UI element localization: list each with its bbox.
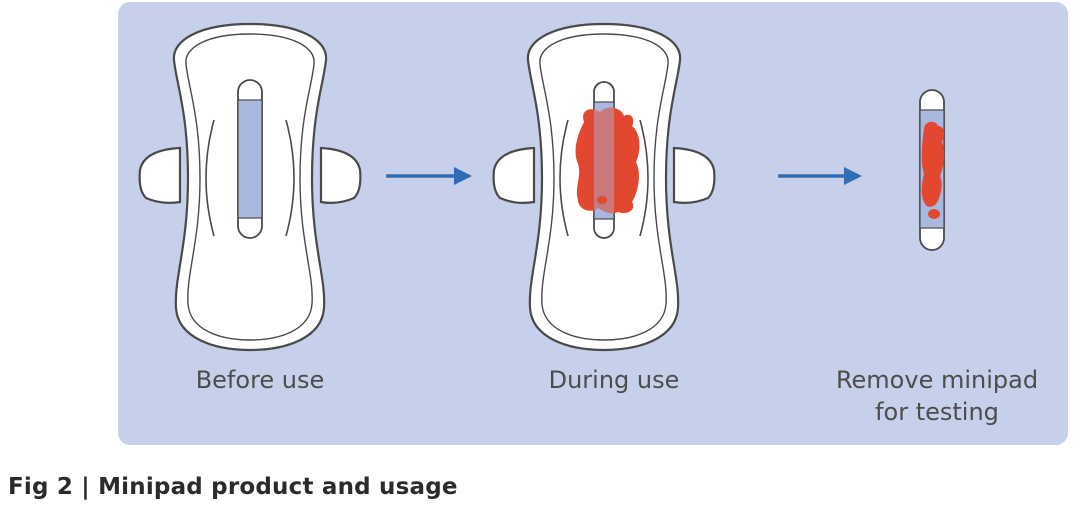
pad-inner-line bbox=[185, 33, 315, 341]
step-label-text: Before use bbox=[195, 366, 325, 394]
step-label-before-use: Before use bbox=[160, 364, 360, 396]
menstrual-blood-stain bbox=[575, 107, 640, 214]
figure-caption: Fig 2 | Minipad product and usage bbox=[8, 474, 458, 500]
step-label-line: for testing bbox=[875, 398, 999, 426]
arrow-step-1-to-2 bbox=[386, 167, 472, 185]
blood-spot bbox=[597, 196, 607, 204]
illustration-panel: Before use During use Remove minipad for… bbox=[118, 2, 1068, 445]
pad-wing-right bbox=[319, 146, 362, 204]
minipad-usage-diagram bbox=[138, 22, 945, 352]
arrow-step-2-to-3 bbox=[778, 167, 862, 185]
pad-curve-left bbox=[559, 119, 569, 237]
pad-wing-left bbox=[492, 146, 536, 204]
removed-minipad bbox=[919, 89, 945, 251]
pad-curve-right bbox=[285, 119, 295, 237]
pad-curve-left bbox=[205, 119, 215, 237]
pad-during-use bbox=[492, 22, 716, 352]
step-label-during-use: During use bbox=[514, 364, 714, 396]
step-label-text: During use bbox=[548, 366, 680, 394]
pad-wing-left bbox=[138, 146, 182, 204]
pad-before-use bbox=[138, 22, 362, 352]
minipad-absorbent-core bbox=[237, 99, 263, 219]
minipad-stain-overlay bbox=[594, 107, 614, 214]
step-label-remove-minipad: Remove minipad for testing bbox=[812, 364, 1062, 428]
blood-stain-on-minipad bbox=[921, 121, 945, 207]
pad-curve-right bbox=[639, 119, 649, 237]
pad-inner-line bbox=[539, 33, 669, 341]
blood-spot bbox=[928, 209, 940, 219]
pad-wing-right bbox=[672, 146, 716, 204]
step-label-line: Remove minipad bbox=[835, 366, 1039, 394]
